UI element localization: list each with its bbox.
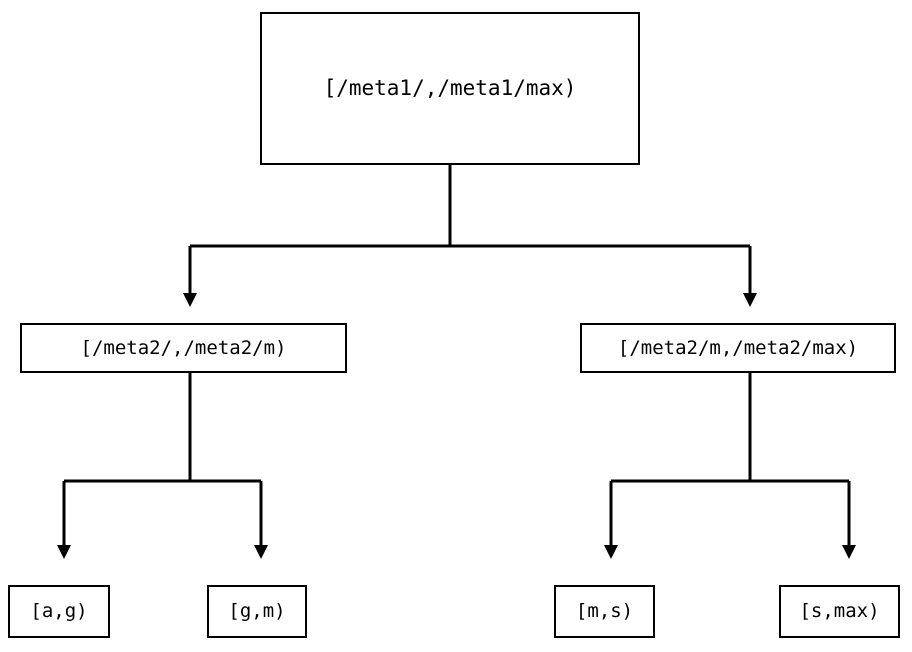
arrowhead-to-mid-left [183,293,197,307]
tree-node-mid-right[interactable]: [/meta2/m,/meta2/max) [580,323,896,373]
arrowhead-to-leaf-m-s [604,545,618,559]
arrowhead-to-leaf-s-max [842,545,856,559]
arrowhead-to-mid-right [743,293,757,307]
tree-node-leaf-g-m-label: [g,m) [228,600,286,622]
tree-node-mid-left-label: [/meta2/,/meta2/m) [80,336,287,359]
tree-node-root[interactable]: [/meta1/,/meta1/max) [260,12,640,165]
tree-node-leaf-m-s-label: [m,s) [575,600,634,622]
tree-node-leaf-m-s[interactable]: [m,s) [554,585,655,638]
tree-node-leaf-s-max-label: [s,max) [799,600,880,622]
tree-node-leaf-g-m[interactable]: [g,m) [207,585,307,638]
tree-node-leaf-s-max[interactable]: [s,max) [779,585,900,638]
tree-node-mid-right-label: [/meta2/m,/meta2/max) [617,336,859,359]
arrowhead-to-leaf-a-g [57,545,71,559]
tree-node-root-label: [/meta1/,/meta1/max) [323,76,577,100]
tree-node-leaf-a-g-label: [a,g) [30,600,88,622]
tree-node-mid-left[interactable]: [/meta2/,/meta2/m) [20,323,347,373]
arrowhead-to-leaf-g-m [254,545,268,559]
tree-node-leaf-a-g[interactable]: [a,g) [8,585,110,638]
